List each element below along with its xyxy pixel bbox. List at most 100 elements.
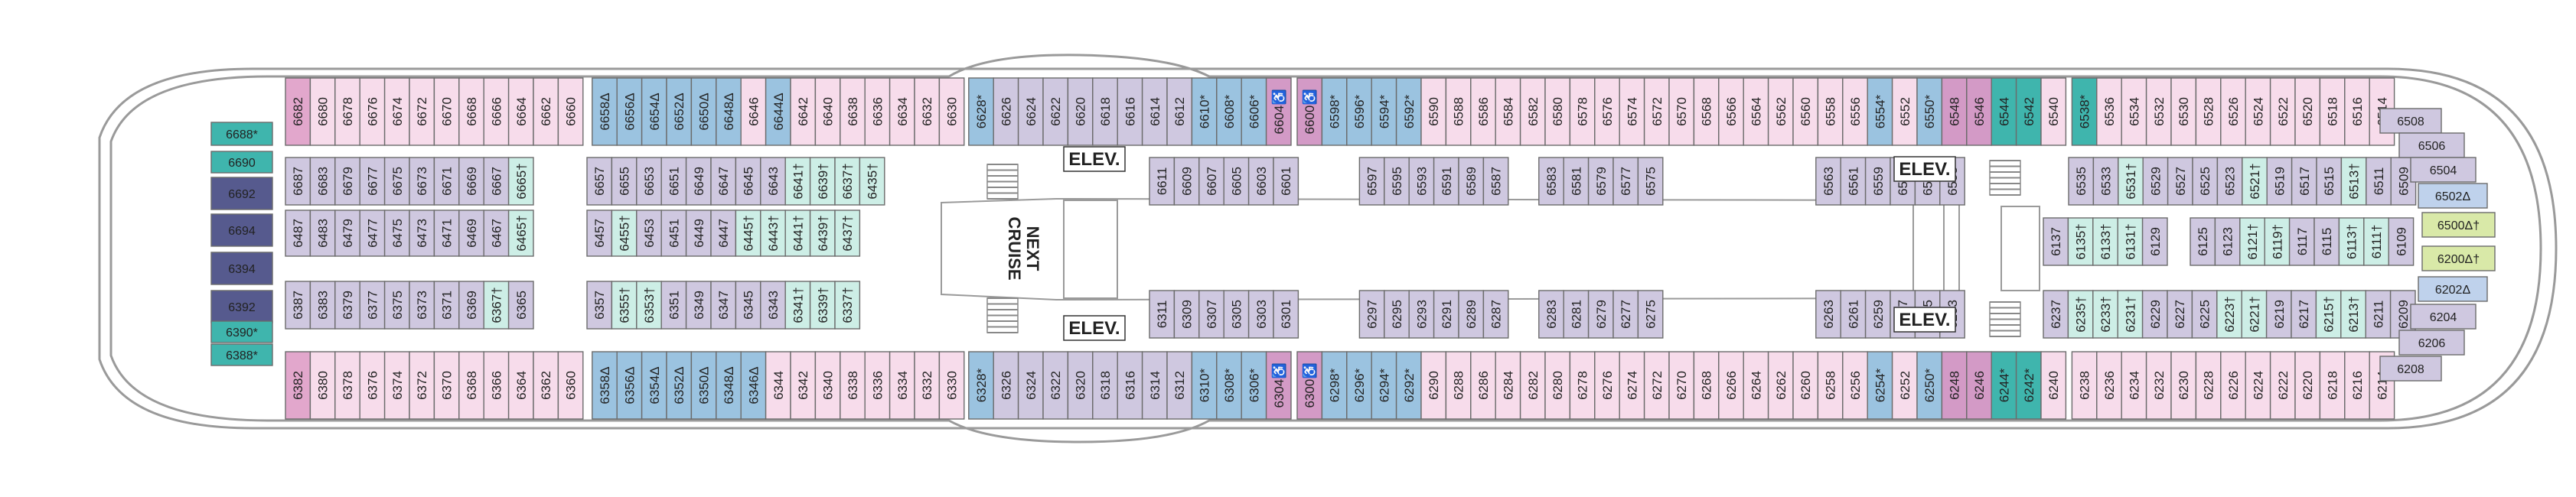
cabin-6568[interactable]: 6568 [1693,77,1720,146]
cabin-6339[interactable]: 6339† [809,281,836,330]
cabin-6226[interactable]: 6226 [2220,351,2246,420]
cabin-6310[interactable]: 6310* [1191,351,1218,420]
cabin-6577[interactable]: 6577 [1612,157,1639,206]
cabin-6467[interactable]: 6467 [483,210,510,257]
cabin-6561[interactable]: 6561 [1840,157,1867,206]
cabin-6332[interactable]: 6332 [914,351,941,420]
cabin-6516[interactable]: 6516 [2344,77,2370,146]
cabin-6566[interactable]: 6566 [1718,77,1744,146]
cabin-6611[interactable]: 6611 [1149,157,1176,206]
cabin-6113[interactable]: 6113† [2338,217,2365,266]
cabin-6318[interactable]: 6318 [1092,351,1118,420]
cabin-6290[interactable]: 6290 [1420,351,1447,420]
cabin-6584[interactable]: 6584 [1495,77,1521,146]
cabin-6121[interactable]: 6121† [2239,217,2265,266]
cabin-6641[interactable]: 6641† [784,157,811,206]
cabin-6242[interactable]: 6242* [2015,351,2042,420]
cabin-6594[interactable]: 6594* [1371,77,1397,146]
cabin-6465[interactable]: 6465† [507,210,534,257]
cabin-6630[interactable]: 6630 [938,77,965,146]
cabin-6669[interactable]: 6669 [458,157,484,206]
cabin-6287[interactable]: 6287 [1482,290,1509,339]
cabin-6544[interactable]: 6544 [1991,77,2017,146]
cabin-6593[interactable]: 6593 [1408,157,1435,206]
cabin-6293[interactable]: 6293 [1408,290,1435,339]
cabin-6378[interactable]: 6378 [334,351,360,420]
cabin-6220[interactable]: 6220 [2294,351,2321,420]
cabin-6443[interactable]: 6443† [760,210,786,257]
cabin-6354[interactable]: 6354Δ [641,351,667,420]
cabin-6238[interactable]: 6238 [2071,351,2098,420]
cabin-6230[interactable]: 6230 [2170,351,2197,420]
cabin-6591[interactable]: 6591 [1433,157,1459,206]
cabin-6475[interactable]: 6475 [383,210,410,257]
cabin-6687[interactable]: 6687 [285,157,311,206]
cabin-6527[interactable]: 6527 [2167,157,2193,206]
cabin-6123[interactable]: 6123 [2214,217,2241,266]
cabin-6583[interactable]: 6583 [1538,157,1564,206]
cabin-6115[interactable]: 6115 [2314,217,2340,266]
cabin-6278[interactable]: 6278 [1569,351,1596,420]
cabin-6596[interactable]: 6596* [1346,77,1372,146]
cabin-6227[interactable]: 6227 [2167,290,2193,339]
cabin-6604[interactable]: 6604♿ [1265,77,1292,146]
cabin-6109[interactable]: 6109 [2388,217,2415,266]
cabin-6575[interactable]: 6575 [1637,157,1664,206]
cabin-6529[interactable]: 6529 [2142,157,2169,206]
cabin-6334[interactable]: 6334 [889,351,915,420]
cabin-6394[interactable]: 6394 [210,252,273,285]
cabin-6525[interactable]: 6525 [2192,157,2219,206]
cabin-6532[interactable]: 6532 [2145,77,2172,146]
cabin-6279[interactable]: 6279 [1587,290,1614,339]
cabin-6270[interactable]: 6270 [1668,351,1695,420]
cabin-6473[interactable]: 6473 [409,210,435,257]
cabin-6240[interactable]: 6240 [2040,351,2067,420]
cabin-6506[interactable]: 6506 [2398,132,2465,158]
cabin-6213[interactable]: 6213† [2340,290,2366,339]
cabin-6298[interactable]: 6298* [1321,351,1348,420]
cabin-6306[interactable]: 6306* [1241,351,1267,420]
cabin-6228[interactable]: 6228 [2195,351,2222,420]
cabin-6346[interactable]: 6346Δ [740,351,767,420]
cabin-6324[interactable]: 6324 [1017,351,1044,420]
cabin-6651[interactable]: 6651 [660,157,687,206]
cabin-6655[interactable]: 6655 [611,157,637,206]
cabin-6522[interactable]: 6522 [2269,77,2296,146]
cabin-6388[interactable]: 6388* [210,343,273,366]
cabin-6256[interactable]: 6256 [1842,351,1868,420]
cabin-6606[interactable]: 6606* [1241,77,1267,146]
cabin-6508[interactable]: 6508 [2379,108,2442,134]
cabin-6564[interactable]: 6564 [1743,77,1769,146]
cabin-6356[interactable]: 6356Δ [616,351,643,420]
cabin-6652[interactable]: 6652Δ [666,77,693,146]
cabin-6597[interactable]: 6597 [1358,157,1385,206]
cabin-6289[interactable]: 6289 [1458,290,1485,339]
cabin-6368[interactable]: 6368 [458,351,484,420]
cabin-6349[interactable]: 6349 [685,281,712,330]
cabin-6521[interactable]: 6521† [2242,157,2268,206]
cabin-6305[interactable]: 6305 [1223,290,1250,339]
cabin-6672[interactable]: 6672 [409,77,435,146]
cabin-6528[interactable]: 6528 [2195,77,2222,146]
cabin-6387[interactable]: 6387 [285,281,311,330]
cabin-6504[interactable]: 6504 [2410,157,2477,183]
cabin-6449[interactable]: 6449 [685,210,712,257]
cabin-6500[interactable]: 6500Δ† [2421,212,2496,238]
cabin-6275[interactable]: 6275 [1637,290,1664,339]
cabin-6447[interactable]: 6447 [710,210,737,257]
cabin-6322[interactable]: 6322 [1042,351,1069,420]
cabin-6614[interactable]: 6614 [1141,77,1168,146]
cabin-6457[interactable]: 6457 [586,210,613,257]
cabin-6600[interactable]: 6600♿ [1296,77,1323,146]
cabin-6603[interactable]: 6603 [1247,157,1274,206]
cabin-6634[interactable]: 6634 [889,77,915,146]
cabin-6352[interactable]: 6352Δ [666,351,693,420]
cabin-6233[interactable]: 6233† [2092,290,2118,339]
cabin-6556[interactable]: 6556 [1842,77,1868,146]
cabin-6441[interactable]: 6441† [784,210,811,257]
cabin-6511[interactable]: 6511 [2366,157,2392,206]
cabin-6523[interactable]: 6523 [2216,157,2243,206]
cabin-6535[interactable]: 6535 [2068,157,2095,206]
cabin-6229[interactable]: 6229 [2141,290,2168,339]
cabin-6578[interactable]: 6578 [1569,77,1596,146]
